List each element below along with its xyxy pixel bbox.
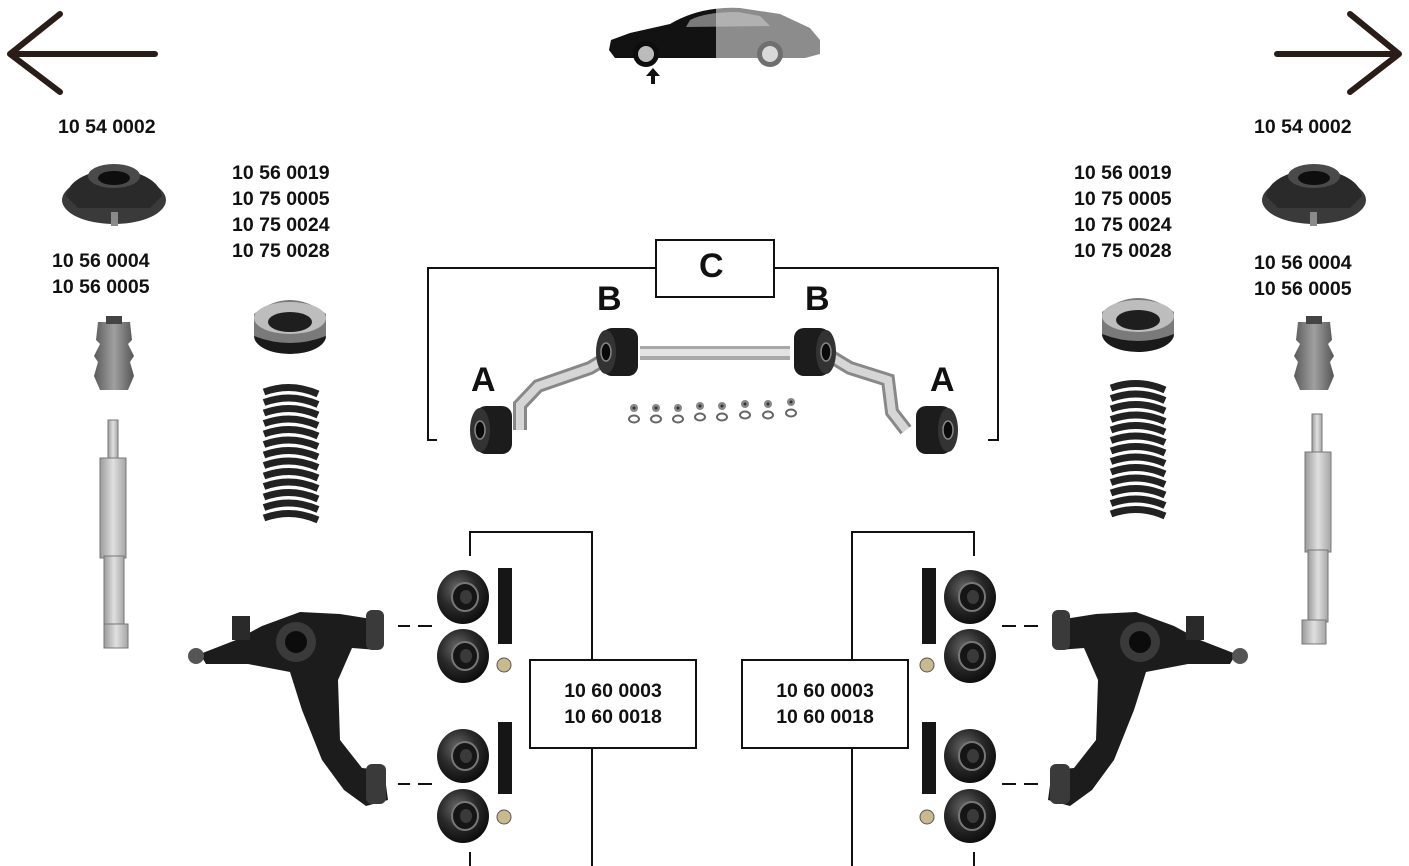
- spring-part-number-left-1: 10 56 0019: [232, 160, 330, 186]
- coil-spring-right: [1110, 378, 1166, 528]
- arrow-left-icon[interactable]: [10, 14, 155, 92]
- control-arm-kit-number-right-1: 10 60 0003: [742, 678, 908, 704]
- control-arm-left: [188, 610, 388, 806]
- spring-part-number-left-2: 10 75 0005: [232, 186, 330, 212]
- top-mount-part-number-left: 10 54 0002: [58, 114, 156, 140]
- bump-stop-right: [1294, 316, 1334, 390]
- stabilizer-bushing-b-left: [596, 328, 638, 376]
- stabilizer-bushing-a-right: [916, 406, 958, 454]
- shock-absorber-left: [100, 420, 128, 648]
- spring-seat-left: [254, 300, 326, 354]
- strut-top-mount-right: [1262, 164, 1366, 226]
- spring-part-number-right-3: 10 75 0024: [1074, 212, 1172, 238]
- stabilizer-bar: [520, 346, 906, 430]
- bump-stop-part-number-right-2: 10 56 0005: [1254, 276, 1352, 302]
- bump-stop-part-number-left-1: 10 56 0004: [52, 248, 150, 274]
- control-arm-bushings-left: [437, 568, 512, 843]
- top-mount-part-number-right: 10 54 0002: [1254, 114, 1352, 140]
- outer-bushing-label-right: A: [930, 361, 955, 400]
- control-arm-right: [1048, 610, 1248, 806]
- spring-part-number-left-3: 10 75 0024: [232, 212, 330, 238]
- stabilizer-kit-label: C: [699, 247, 724, 286]
- bump-stop-left: [94, 316, 134, 390]
- spring-part-number-right-2: 10 75 0005: [1074, 186, 1172, 212]
- spring-seat-right: [1102, 298, 1174, 352]
- control-arm-kit-number-left-1: 10 60 0003: [530, 678, 696, 704]
- car-front-axle-icon: [609, 8, 820, 84]
- outer-bushing-label-left: A: [471, 361, 496, 400]
- spring-part-number-right-4: 10 75 0028: [1074, 238, 1172, 264]
- strut-top-mount-left: [62, 164, 166, 226]
- coil-spring-left: [263, 382, 319, 532]
- inner-bushing-label-left: B: [597, 280, 622, 319]
- spring-part-number-right-1: 10 56 0019: [1074, 160, 1172, 186]
- stabilizer-bushing-b-right: [794, 328, 836, 376]
- bump-stop-part-number-right-1: 10 56 0004: [1254, 250, 1352, 276]
- spring-part-number-left-4: 10 75 0028: [232, 238, 330, 264]
- stabilizer-nuts-washers: [629, 398, 796, 423]
- bump-stop-part-number-left-2: 10 56 0005: [52, 274, 150, 300]
- shock-absorber-right: [1302, 414, 1331, 644]
- control-arm-kit-number-left-2: 10 60 0018: [530, 704, 696, 730]
- stabilizer-bushing-a-left: [470, 406, 512, 454]
- arrow-right-icon[interactable]: [1277, 14, 1399, 92]
- connector-dashes: [398, 626, 1038, 784]
- inner-bushing-label-right: B: [805, 280, 830, 319]
- control-arm-bushings-right: [920, 568, 996, 843]
- control-arm-kit-number-right-2: 10 60 0018: [742, 704, 908, 730]
